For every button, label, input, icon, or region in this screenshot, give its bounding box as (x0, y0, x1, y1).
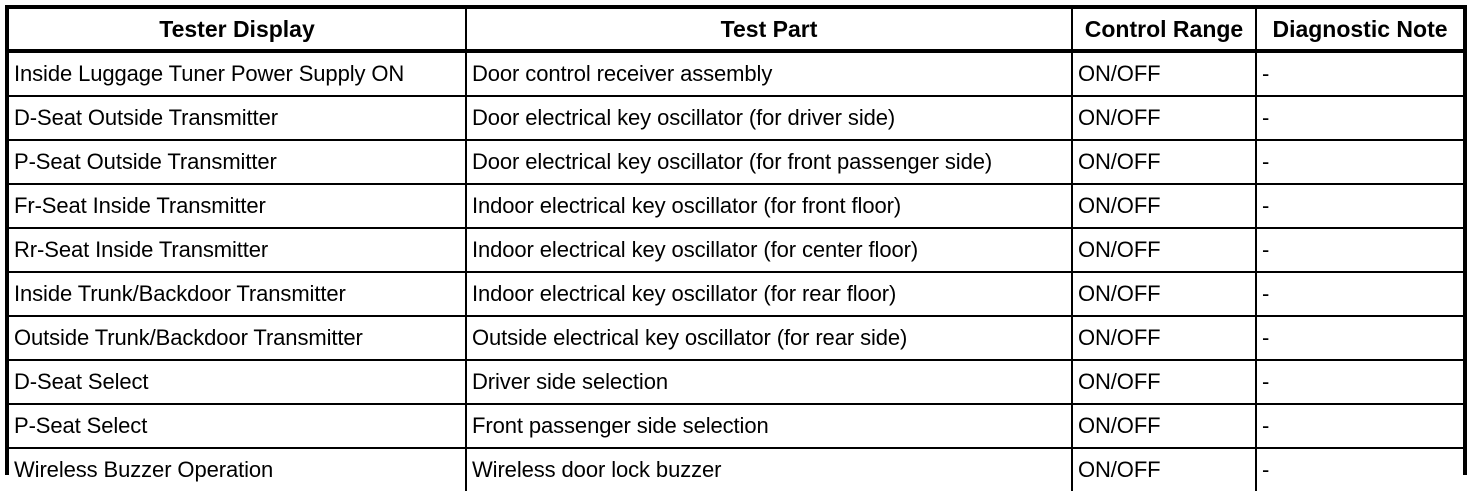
column-header-test-part: Test Part (466, 9, 1073, 53)
cell-tester-display: Inside Trunk/Backdoor Transmitter (9, 272, 467, 317)
column-header-tester-display: Tester Display (9, 9, 467, 53)
cell-test-part: Wireless door lock buzzer (466, 448, 1073, 491)
cell-control-range: ON/OFF (1072, 96, 1257, 141)
cell-control-range: ON/OFF (1072, 140, 1257, 185)
cell-test-part: Indoor electrical key oscillator (for fr… (466, 184, 1073, 229)
cell-tester-display: Fr-Seat Inside Transmitter (9, 184, 467, 229)
cell-tester-display: Outside Trunk/Backdoor Transmitter (9, 316, 467, 361)
cell-control-range: ON/OFF (1072, 272, 1257, 317)
cell-tester-display: Inside Luggage Tuner Power Supply ON (9, 51, 467, 97)
column-header-control-range: Control Range (1072, 9, 1257, 53)
cell-diagnostic-note: - (1256, 316, 1463, 361)
cell-control-range: ON/OFF (1072, 184, 1257, 229)
table-header: Tester Display Test Part Control Range D… (9, 9, 1463, 53)
cell-test-part: Front passenger side selection (466, 404, 1073, 449)
cell-diagnostic-note: - (1262, 457, 1270, 482)
cell-diagnostic-note: - (1256, 360, 1463, 405)
spec-table-container: Tester Display Test Part Control Range D… (5, 5, 1467, 491)
tester-display-table: Tester Display Test Part Control Range D… (9, 9, 1463, 491)
cell-test-part: Outside electrical key oscillator (for r… (466, 316, 1073, 361)
table-header-row: Tester Display Test Part Control Range D… (9, 9, 1463, 53)
cell-test-part: Door electrical key oscillator (for driv… (466, 96, 1073, 141)
column-header-diagnostic-note: Diagnostic Note (1256, 9, 1463, 53)
cell-diagnostic-note: - (1256, 272, 1463, 317)
cell-test-part: Door electrical key oscillator (for fron… (466, 140, 1073, 185)
cell-tester-display: Wireless Buzzer Operation (9, 448, 467, 491)
cell-test-part: Indoor electrical key oscillator (for re… (466, 272, 1073, 317)
cell-control-range: ON/OFF (1072, 228, 1257, 273)
cell-control-range: ON/OFF (1072, 51, 1257, 97)
cell-diagnostic-note: - (1256, 140, 1463, 185)
cell-diagnostic-note: - (1256, 228, 1463, 273)
cell-tester-display: D-Seat Select (9, 360, 467, 405)
cell-diagnostic-note: - (1256, 184, 1463, 229)
cell-control-range: ON/OFF (1072, 404, 1257, 449)
cell-test-part: Indoor electrical key oscillator (for ce… (466, 228, 1073, 273)
cell-tester-display: P-Seat Select (9, 404, 467, 449)
cell-control-range: ON/OFF (1072, 316, 1257, 361)
cell-tester-display: Rr-Seat Inside Transmitter (9, 228, 467, 273)
cell-test-part: Door control receiver assembly (466, 51, 1073, 97)
cell-control-range: ON/OFF (1072, 448, 1257, 491)
cell-test-part: Driver side selection (466, 360, 1073, 405)
cell-diagnostic-note: - (1256, 96, 1463, 141)
cell-diagnostic-note: - (1256, 404, 1463, 449)
cell-diagnostic-note: - (1256, 51, 1463, 97)
cell-control-range: ON/OFF (1072, 360, 1257, 405)
cell-tester-display: D-Seat Outside Transmitter (9, 96, 467, 141)
cell-tester-display: P-Seat Outside Transmitter (9, 140, 467, 185)
